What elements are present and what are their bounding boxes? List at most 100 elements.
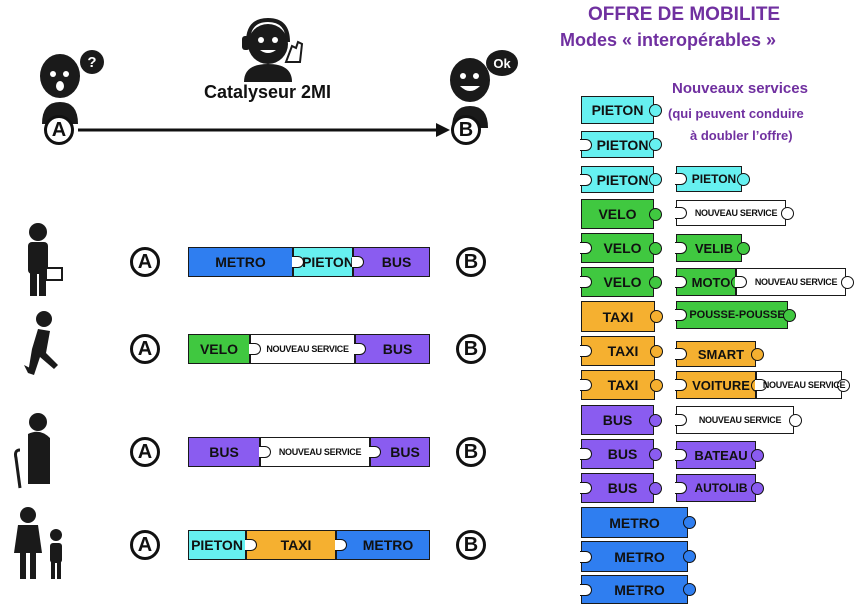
puzzle-knob — [781, 206, 794, 220]
satisfied-person-icon: Ok — [446, 50, 518, 135]
ok-bubble: Ok — [486, 50, 518, 76]
puzzle-label: BUS — [607, 446, 638, 462]
puzzle-piece: PIETON — [580, 166, 662, 193]
puzzle-notch — [259, 446, 271, 458]
puzzle-knob — [649, 447, 662, 461]
puzzle-piece: METRO — [580, 575, 696, 604]
elderly-person-icon — [10, 412, 70, 497]
puzzle-notch — [675, 482, 687, 494]
puzzle-piece: PIETON — [188, 530, 246, 560]
puzzle-label: VELO — [603, 240, 642, 256]
puzzle-label: POUSSE-POUSSE — [689, 309, 785, 321]
puzzle-label: TAXI — [607, 377, 639, 393]
puzzle-label: NOUVEAU SERVICE — [694, 208, 778, 218]
puzzle-notch — [580, 583, 592, 596]
puzzle-piece: BUS — [354, 334, 430, 364]
puzzle-piece: VELO — [581, 199, 662, 229]
puzzle-notch — [675, 414, 687, 426]
puzzle-label: METRO — [609, 514, 660, 531]
destination-node-b: B — [456, 334, 486, 364]
puzzle-label: NOUVEAU SERVICE — [698, 415, 782, 425]
destination-node-b: B — [451, 115, 481, 145]
puzzle-notch — [675, 449, 687, 461]
puzzle-knob — [649, 138, 662, 151]
origin-node-a: A — [44, 115, 74, 145]
puzzle-notch — [675, 242, 687, 254]
puzzle-label: SMART — [697, 346, 745, 362]
puzzle-label: VELO — [598, 206, 637, 222]
puzzle-piece: TAXI — [245, 530, 336, 560]
puzzle-piece: BUS — [580, 473, 662, 503]
puzzle-piece: METRO — [580, 541, 696, 572]
new-services-subtitle-1: (qui peuvent conduire — [668, 106, 804, 121]
puzzle-label: PIETON — [191, 537, 243, 553]
puzzle-knob — [649, 481, 662, 495]
puzzle-knob — [650, 344, 663, 358]
origin-node-a: A — [130, 334, 160, 364]
parent-and-child-icon — [10, 505, 70, 590]
puzzle-knob — [789, 413, 802, 427]
puzzle-knob — [683, 550, 696, 563]
puzzle-notch — [580, 448, 592, 460]
puzzle-notch — [675, 379, 687, 391]
puzzle-knob — [649, 103, 662, 117]
puzzle-notch — [580, 550, 592, 563]
puzzle-notch — [755, 379, 767, 391]
puzzle-piece: TAXI — [580, 336, 663, 366]
puzzle-piece: BUS — [580, 439, 662, 469]
puzzle-piece: PIETON — [581, 96, 662, 124]
puzzle-piece: BUS — [188, 437, 260, 467]
puzzle-notch — [580, 379, 592, 391]
puzzle-piece: METRO — [335, 530, 430, 560]
puzzle-notch — [735, 276, 747, 288]
puzzle-piece: POUSSE-POUSSE — [675, 301, 796, 329]
puzzle-piece: NOUVEAU SERVICE — [675, 200, 794, 226]
puzzle-notch — [580, 482, 592, 494]
puzzle-piece: BUS — [352, 247, 430, 277]
offer-title: OFFRE DE MOBILITE — [588, 4, 781, 25]
puzzle-label: VOITURE — [692, 377, 750, 393]
puzzle-notch — [675, 173, 687, 185]
puzzle-label: METRO — [215, 254, 266, 270]
puzzle-notch — [675, 348, 687, 360]
puzzle-piece: TAXI — [581, 301, 663, 332]
puzzle-label: TAXI — [280, 537, 312, 553]
puzzle-knob — [650, 310, 663, 323]
puzzle-piece: PIETON — [675, 166, 750, 192]
puzzle-knob — [737, 172, 750, 186]
puzzle-piece: PIETON — [292, 247, 354, 277]
puzzle-knob — [751, 481, 764, 495]
puzzle-notch — [580, 173, 592, 186]
puzzle-label: PIETON — [691, 172, 737, 186]
puzzle-label: PIETON — [591, 102, 644, 118]
puzzle-knob — [649, 207, 662, 221]
puzzle-notch — [580, 242, 592, 254]
puzzle-label: NOUVEAU SERVICE — [754, 277, 838, 287]
puzzle-label: BUS — [602, 412, 633, 428]
puzzle-notch — [335, 539, 347, 551]
puzzle-knob — [683, 516, 696, 529]
puzzle-piece: VELO — [580, 233, 662, 263]
puzzle-knob — [649, 413, 662, 427]
puzzle-notch — [249, 343, 261, 355]
puzzle-piece: BUS — [581, 405, 662, 435]
origin-node-a: A — [130, 247, 160, 277]
puzzle-piece: PIETON — [580, 131, 662, 158]
new-services-subtitle-2: à doubler l’offre) — [690, 128, 793, 143]
puzzle-label: BUS — [382, 341, 413, 357]
puzzle-knob — [751, 347, 764, 361]
new-services-title: Nouveaux services — [672, 80, 808, 97]
puzzle-label: METRO — [614, 581, 665, 598]
puzzle-piece: MOTO — [675, 268, 744, 296]
puzzle-knob — [751, 448, 764, 462]
puzzle-label: BUS — [381, 254, 412, 270]
puzzle-piece: NOUVEAU SERVICE — [735, 268, 854, 296]
man-with-briefcase-icon — [10, 222, 70, 307]
puzzle-piece: VELO — [580, 267, 662, 297]
puzzle-label: VELIB — [694, 240, 734, 256]
puzzle-label: PIETON — [302, 254, 354, 270]
puzzle-piece: TAXI — [580, 370, 663, 400]
puzzle-knob — [837, 378, 850, 392]
running-person-icon — [10, 309, 70, 394]
